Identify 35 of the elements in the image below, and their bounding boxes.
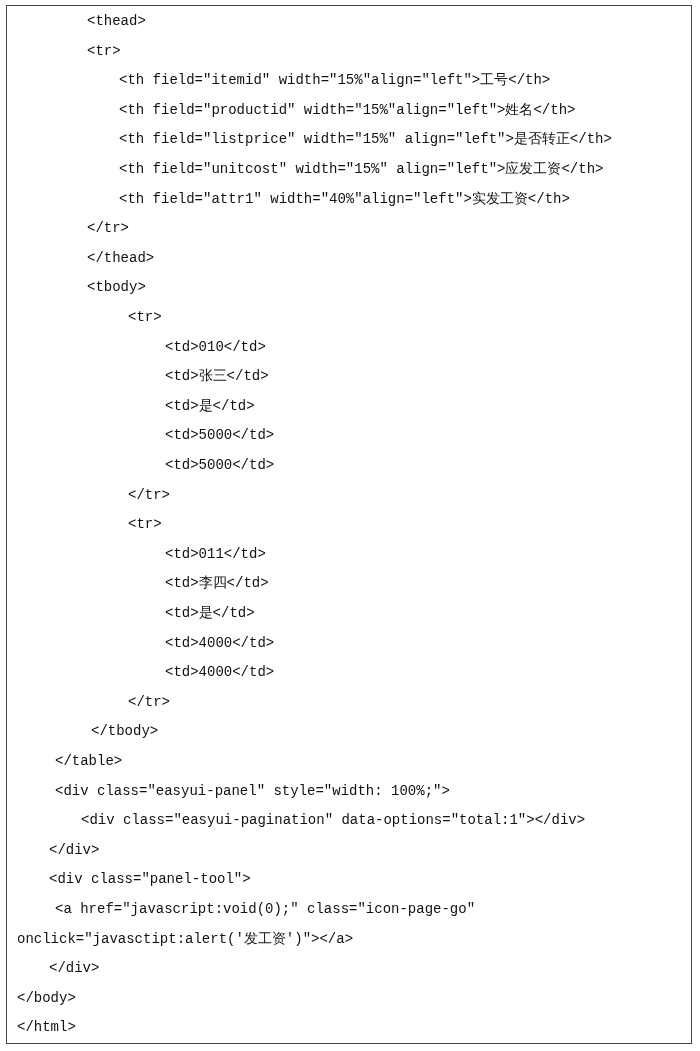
code-line: <div class="panel-tool"> xyxy=(49,870,251,890)
code-line: <td>4000</td> xyxy=(165,633,275,653)
code-line: <tr> xyxy=(128,308,162,327)
code-line: </thead> xyxy=(87,248,155,268)
code-line: <td>011</td> xyxy=(165,544,266,564)
code-line: <tr> xyxy=(87,41,121,61)
code-line: <td>是</td> xyxy=(165,604,255,623)
code-line: </tr> xyxy=(87,219,129,239)
code-line: <tbody> xyxy=(87,278,146,298)
code-line: </tr> xyxy=(128,692,170,712)
code-line: <td>李四</td> xyxy=(165,574,269,594)
code-line: <th field="listprice" width="15%" align="left">是否转正</th> xyxy=(119,130,612,150)
code-line: <td>4000</td> xyxy=(165,663,275,683)
code-line: </html> xyxy=(17,1018,76,1038)
code-line: </div> xyxy=(49,840,100,860)
code-line: <td>是</td> xyxy=(165,396,255,416)
code-line: <tr> xyxy=(128,515,162,535)
code-line: <td>010</td> xyxy=(165,337,266,357)
code-line: <th field="attr1" width="40%"align="left">实发工资</th> xyxy=(119,189,570,209)
code-line: </tr> xyxy=(128,485,170,505)
code-line: <div class="easyui-pagination" data-options="total:1"></div> xyxy=(81,811,586,831)
code-line: <td>5000</td> xyxy=(165,426,275,446)
code-line: <a href="javascript:void(0);" class="icon-page-go" onclick="javasctipt:alert('发工资')"></a> xyxy=(17,900,477,949)
code-line: </table> xyxy=(55,752,123,771)
code-line: <thead> xyxy=(87,12,146,31)
code-line: <th field="unitcost" width="15%" align="left">应发工资</th> xyxy=(119,160,604,179)
code-listing-panel xyxy=(6,5,692,1044)
code-line: <div class="easyui-panel" style="width: 100%;"> xyxy=(55,781,450,801)
code-line: <th field="itemid" width="15%"align="left">工号</th> xyxy=(119,71,551,91)
code-line: </tbody> xyxy=(91,722,159,742)
code-line: <td>5000</td> xyxy=(165,456,275,475)
code-line: </div> xyxy=(49,959,100,979)
code-line: <td>张三</td> xyxy=(165,367,269,387)
code-line: <th field="productid" width="15%"align="left">姓名</th> xyxy=(119,100,576,120)
code-line: </body> xyxy=(17,988,76,1008)
